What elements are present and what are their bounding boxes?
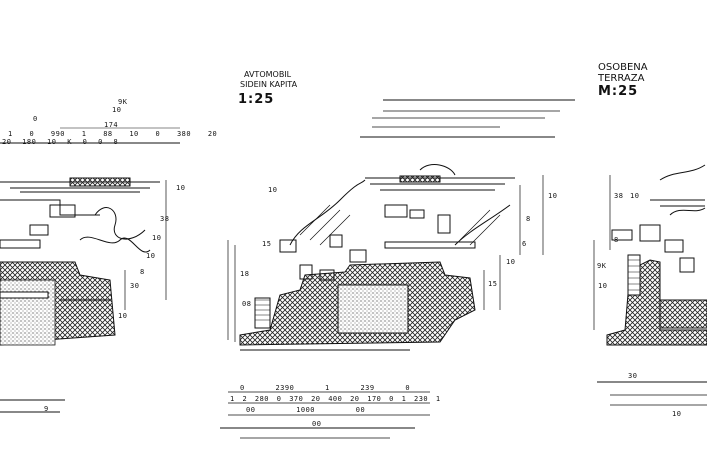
right-title-line-1: OSOBENA [598,62,648,73]
dim: 00 [355,406,366,414]
center-dim-bottom-row-3: 00 1000 00 [246,406,365,414]
dim: 0 [155,130,161,138]
left-dim-v-8: 10 [152,234,162,242]
center-dim-bottom-row-4: 00 [312,420,322,428]
dim: 0 [389,395,394,403]
dim: 2390 [275,384,295,392]
dim: 370 [289,395,304,403]
left-dim-v-7: 9 [44,405,49,413]
center-dim-bottom-row-2: 1 2 280 0 370 20 400 20 170 0 1 230 1 [230,395,441,403]
left-dim-v-3: 10 [146,252,156,260]
dim: 239 [360,384,375,392]
dim: 400 [328,395,343,403]
dim: 230 [414,395,429,403]
dim: 280 [254,395,270,403]
center-title-line-2: SIDEIN KAPITA [240,80,298,89]
right-dim-v-1: 10 [630,192,640,200]
dim: 1 [230,395,235,403]
left-dim-v-5: 30 [130,282,140,290]
dim: 0 [98,138,103,146]
dim: 1 [8,130,13,138]
center-section-drawing [220,99,575,439]
dim: 1 [325,384,330,392]
dim: 2 [242,395,248,403]
right-dim-bottom-2: 10 [672,410,682,418]
dim: 0 [240,384,245,392]
center-dim-r-4: 15 [488,280,498,288]
left-dim-v-2: 38 [160,215,170,223]
dim: 10 [47,138,57,146]
dim: 1 [435,395,441,403]
center-dim-r-5: 6 [522,240,527,248]
dim: 0 [82,138,88,146]
right-dim-v-5: 8 [614,236,619,244]
dim: 380 [176,130,192,138]
dim: 20 [350,395,360,403]
dim: 8 [113,138,119,146]
dim: 20 [311,395,321,403]
left-dim-top-3a: 0 [33,115,38,123]
left-dim-v-4: 8 [140,268,145,276]
left-dim-v-6: 10 [118,312,128,320]
dim: 180 [22,138,37,146]
center-dim-bottom-row-1: 0 2390 1 239 0 [240,384,410,392]
right-title-line-2: TERRAZA [598,73,645,84]
center-scale-label: 1:25 [238,92,275,107]
dim: 10 [129,130,139,138]
right-dim-bottom-1: 30 [628,372,638,380]
right-section-drawing [593,164,707,406]
dim: K [67,138,72,146]
left-dim-row-5: 20 180 10 K 0 0 8 [2,138,118,146]
dim: 20 [2,138,12,146]
dim: 1 [81,130,87,138]
left-section-drawing [0,127,180,413]
right-dim-v-3: 9K [597,262,607,270]
dim: 990 [50,130,66,138]
dim: 88 [103,130,113,138]
left-dim-top-3b: 174 [104,121,119,129]
dim: 20 [207,130,218,138]
dim: 0 [405,384,411,392]
center-title-line-1: AVTOMOBIL [244,70,292,79]
dim: 00 [246,406,256,414]
dim: 170 [367,395,382,403]
center-dim-r-2: 8 [526,215,531,223]
center-dim-l-3: 18 [240,270,250,278]
dim: 1000 [296,406,316,414]
center-dim-l-1: 10 [268,186,278,194]
center-dim-r-3: 10 [506,258,516,266]
right-dim-v-4: 10 [598,282,608,290]
center-dim-l-2: 15 [262,240,272,248]
dim: 1 [401,395,407,403]
center-dim-r-1: 10 [548,192,558,200]
center-dim-l-4: 08 [242,300,252,308]
left-dim-top-2: 10 [112,106,122,114]
left-dim-v-1: 10 [176,184,186,192]
right-scale-label: M:25 [598,84,639,99]
left-dim-top-1: 9K [118,98,128,106]
left-dim-row-4: 1 0 990 1 88 10 0 380 20 [8,130,217,138]
dim: 0 [276,395,282,403]
right-dim-v-2: 38 [614,192,624,200]
dim: 0 [29,130,35,138]
